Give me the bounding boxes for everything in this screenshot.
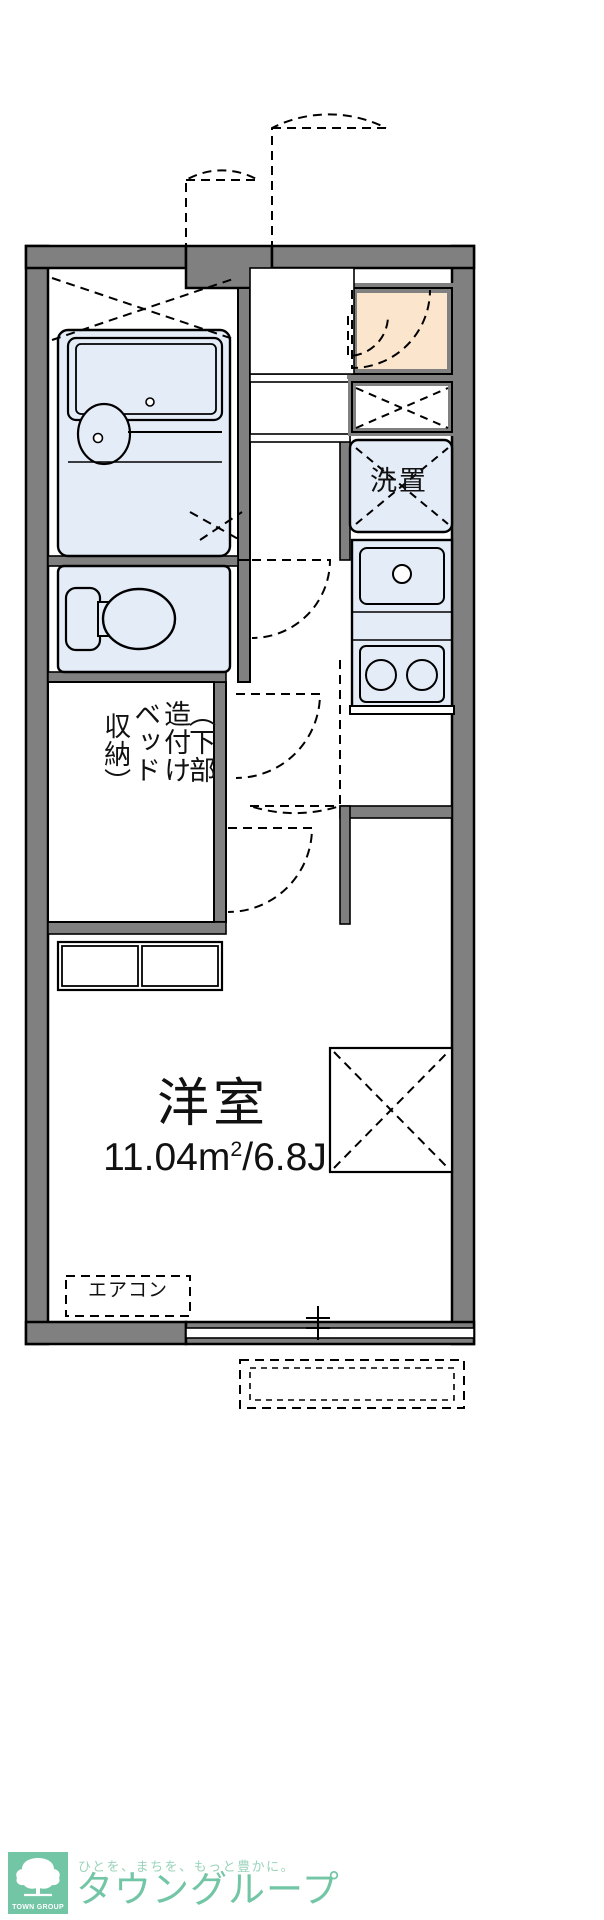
balcony xyxy=(185,1306,475,1409)
aircon-label: エアコン xyxy=(87,1280,168,1301)
brand-name: タウングループ xyxy=(76,1869,340,1910)
builtin-bed-label-col0: （下部 xyxy=(185,700,216,784)
tree-icon xyxy=(16,1858,60,1897)
aircon-marker xyxy=(65,1275,191,1317)
footer-branding: TOWN GROUP ひとを、まちを、もっと豊かに。 タウングループ xyxy=(0,1852,604,1918)
town-group-mark-text: TOWN GROUP xyxy=(12,1904,64,1911)
room-area-label: 11.04m2/6.8J xyxy=(70,1138,360,1177)
town-group-logo-mark: TOWN GROUP xyxy=(8,1852,68,1914)
entry-area xyxy=(249,267,449,525)
builtin-bed-nook xyxy=(47,681,215,923)
door-swings xyxy=(185,113,431,913)
builtin-bed-label-col3: 収納） xyxy=(100,712,131,796)
room-name-label: 洋室 xyxy=(156,1075,269,1133)
under-bed-storage xyxy=(56,940,224,992)
room-closet xyxy=(328,1046,454,1174)
room-area-value: 11.04m xyxy=(103,1136,231,1179)
toilet-room xyxy=(56,564,232,674)
room-area-jo: /6.8J xyxy=(242,1136,327,1179)
brand-tagline: ひとを、まちを、もっと豊かに。 xyxy=(78,1859,296,1874)
builtin-bed-label-col2: ベッド xyxy=(130,700,161,784)
kitchen-unit xyxy=(349,538,455,715)
bathroom-unit xyxy=(56,328,243,558)
washer-label: 洗置 xyxy=(370,466,428,496)
overhead-storage-hatch xyxy=(51,277,237,341)
structural-walls xyxy=(24,244,476,1346)
builtin-bed-label-col1: 造付け xyxy=(160,700,191,784)
room-area-superscript: 2 xyxy=(230,1137,243,1161)
